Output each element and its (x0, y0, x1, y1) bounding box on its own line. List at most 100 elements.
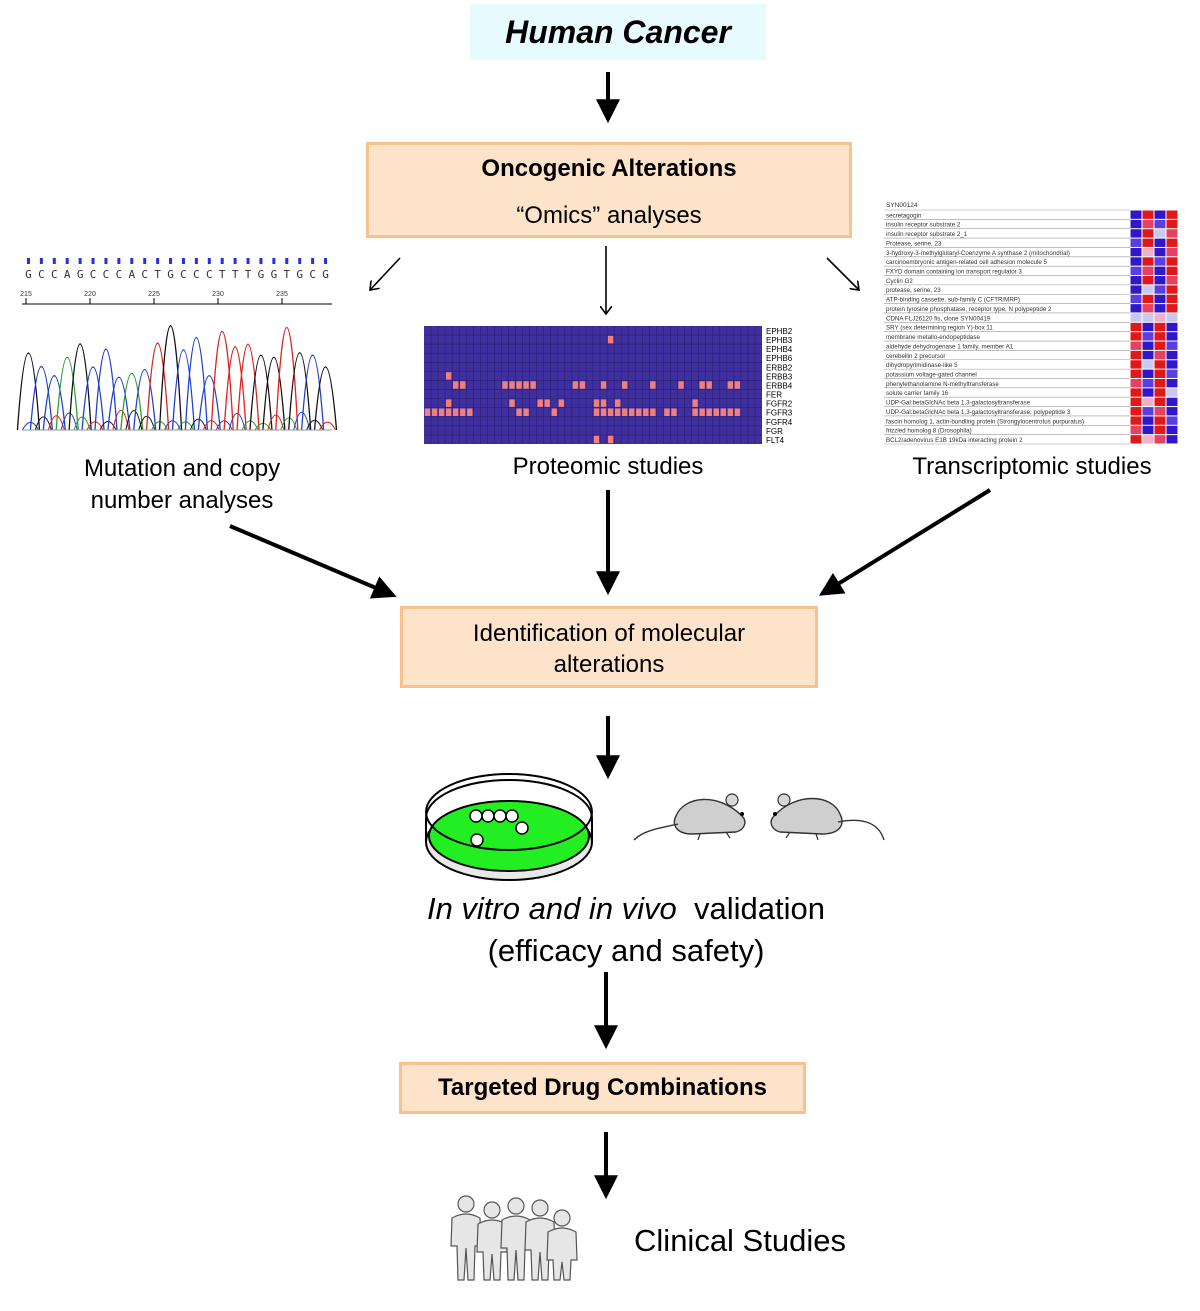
mutation-caption-line2: number analyses (90, 487, 274, 514)
expression-cell (1130, 257, 1142, 266)
gene-label: CDNA FLJ26120 fis, clone SYN00419 (886, 315, 991, 322)
expression-cell (1142, 257, 1154, 266)
expression-cell (1130, 219, 1142, 229)
identification-line1: Identification of molecular (472, 620, 746, 647)
person-head (553, 1209, 571, 1227)
heatmap-cell (537, 399, 543, 407)
heatmap-cell (607, 408, 614, 416)
trace-peak (184, 336, 209, 431)
heatmap-cell (650, 408, 656, 416)
trace-peak (29, 365, 54, 431)
expression-cell (1166, 388, 1178, 397)
base-call-tick (272, 258, 276, 264)
heatmap-cell (593, 399, 600, 407)
gene-label: insulin receptor substrate 2 (886, 222, 961, 229)
gene-label: carcinoembryonic antigen-related cell ad… (886, 259, 1048, 266)
trace-minor-peak (280, 417, 298, 431)
base-call-tick (233, 258, 237, 264)
heatmap-cell (713, 408, 719, 416)
title-box: Human Cancer (470, 4, 766, 60)
protein-label: EPHB2 (766, 327, 793, 336)
heatmap-cell (734, 408, 741, 416)
heatmap-cell (699, 381, 705, 389)
mutation-caption-line1: Mutation and copy (83, 455, 281, 482)
heatmap-cell (600, 399, 607, 407)
heatmap-cell (516, 381, 522, 389)
expression-cell (1130, 294, 1142, 304)
heatmap-cell (445, 408, 452, 416)
arrow-oncogenic-to-transcriptomic (826, 257, 859, 290)
expression-cell (1130, 378, 1142, 388)
heatmap-cell (706, 408, 712, 416)
base-letter: G (296, 268, 303, 281)
expression-cell (1166, 332, 1178, 341)
heatmap-cell (502, 381, 508, 389)
base-letter: G (25, 268, 32, 281)
heatmap-cell (699, 408, 705, 416)
base-letter: C (51, 268, 58, 281)
expression-cell (1142, 322, 1154, 332)
expression-cell (1154, 210, 1166, 219)
heatmap-cell (452, 381, 459, 389)
base-call-tick (194, 258, 198, 264)
heatmap-cell (579, 381, 586, 389)
gene-label: UDP-Gal:betaGlcNAc beta 1,3-galactosyltr… (886, 409, 1071, 416)
protein-label: FGR (766, 427, 783, 436)
gene-label: solute carrier family 16 (886, 390, 949, 397)
heatmap-cell (678, 381, 684, 389)
validation-line2: (efficacy and safety) (487, 933, 765, 968)
oncogenic-title: Oncogenic Alterations (481, 155, 737, 182)
expression-cell (1154, 397, 1166, 407)
base-letter: C (38, 268, 45, 281)
protein-label: ERBB2 (766, 363, 793, 372)
trace-peak (107, 376, 131, 431)
base-letter: G (258, 268, 265, 281)
base-call-tick (156, 258, 160, 264)
expression-cell (1154, 304, 1166, 313)
transcriptomic-caption: Transcriptomic studies (912, 453, 1152, 480)
expression-cell (1166, 416, 1178, 425)
expression-cell (1154, 369, 1166, 378)
trace-minor-peak (34, 416, 52, 431)
expression-cell (1154, 313, 1166, 322)
trace-peak (145, 342, 170, 431)
expression-cell (1166, 238, 1178, 247)
expression-cell (1142, 294, 1154, 304)
expression-cell (1166, 407, 1178, 416)
trace-peak (68, 343, 92, 431)
protein-label: EPHB6 (766, 354, 793, 363)
trace-peak (223, 346, 247, 431)
heatmap-cell (509, 399, 515, 407)
heatmap-cell (424, 408, 431, 416)
gene-label: fascin homolog 1, actin-bundling protein… (886, 418, 1084, 425)
expression-cell (1130, 360, 1142, 369)
trace-peak (262, 356, 286, 431)
heatmap-cell (445, 399, 452, 407)
expression-cell (1166, 257, 1178, 266)
person-body (450, 1213, 482, 1281)
trace-peak (158, 325, 183, 431)
heatmap-cell (629, 408, 635, 416)
base-call-tick (246, 258, 250, 264)
gene-label: potassium voltage-gated channel (886, 371, 977, 378)
expression-cell (1166, 247, 1178, 257)
heatmap-cell (509, 381, 515, 389)
heatmap-cell (467, 408, 473, 416)
expression-cell (1154, 360, 1166, 369)
expression-cell (1166, 210, 1178, 219)
expression-cell (1130, 276, 1142, 285)
position-label: 235 (276, 291, 288, 298)
person-body (546, 1227, 578, 1281)
expression-cell (1130, 266, 1142, 276)
expression-cell (1130, 322, 1142, 332)
validation-rest: validation (694, 891, 826, 926)
expression-cell (1166, 360, 1178, 369)
expression-cell (1130, 304, 1142, 313)
expression-cell (1154, 425, 1166, 435)
heatmap-cell (572, 381, 579, 389)
base-call-tick (143, 258, 147, 264)
expression-cell (1166, 378, 1178, 388)
base-letter: T (232, 268, 239, 281)
